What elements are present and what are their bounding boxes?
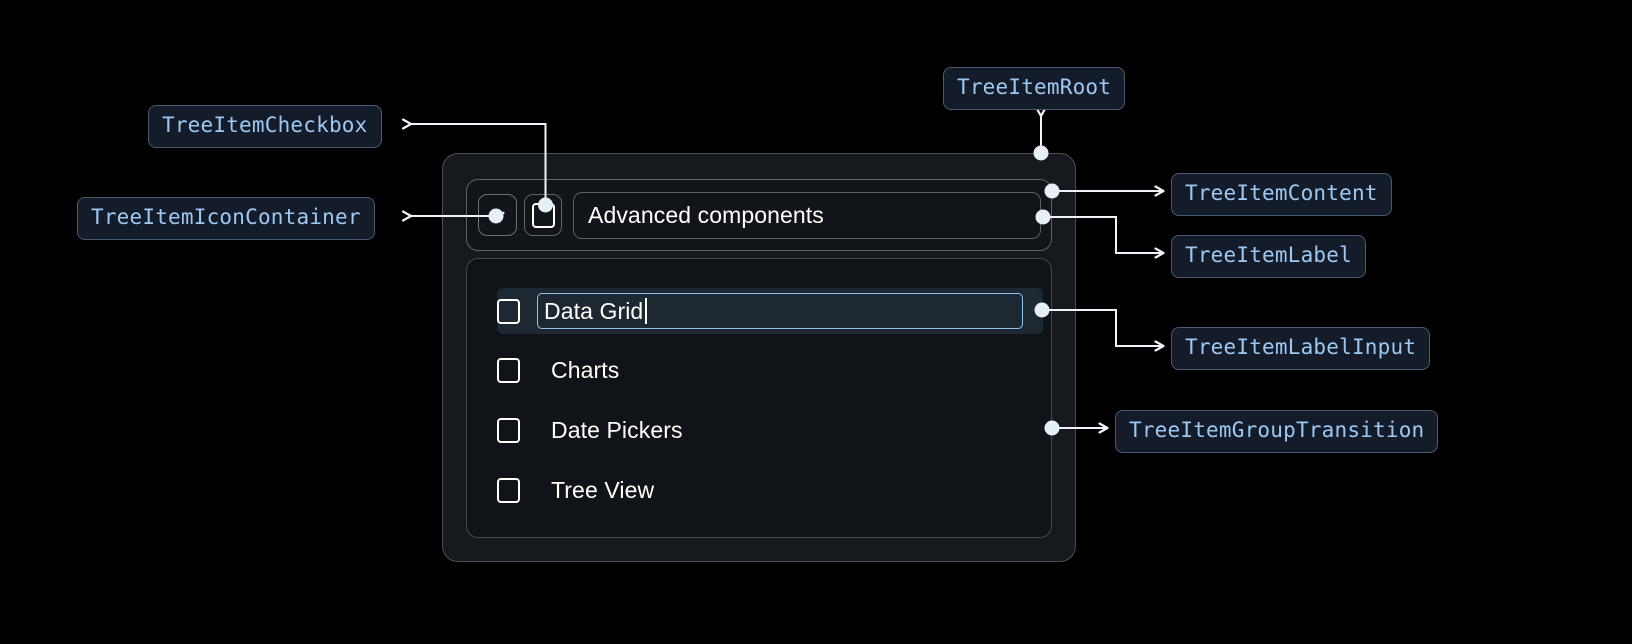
tree-item-checkbox-tree-view[interactable] bbox=[497, 477, 520, 503]
badge-tree-item-label-input[interactable]: TreeItemLabelInput bbox=[1171, 327, 1431, 370]
badge-tree-item-label[interactable]: TreeItemLabel bbox=[1171, 235, 1366, 278]
tree-item-label-input[interactable]: Data Grid bbox=[537, 293, 1023, 329]
text-caret bbox=[645, 298, 647, 324]
tree-item-label-tree-view: Tree View bbox=[551, 476, 655, 503]
badge-tree-item-group-transition[interactable]: TreeItemGroupTransition bbox=[1115, 410, 1439, 453]
tree-item-label-date-pickers: Date Pickers bbox=[551, 416, 683, 443]
badge-tree-item-icon-container[interactable]: TreeItemIconContainer bbox=[77, 197, 375, 240]
tree-item-checkbox-date-pickers[interactable] bbox=[497, 417, 520, 443]
tree-item-row-data-grid[interactable]: Data Grid bbox=[497, 288, 1043, 334]
tree-item-row-charts[interactable]: Charts bbox=[497, 347, 1045, 393]
badge-tree-item-checkbox[interactable]: TreeItemCheckbox bbox=[148, 105, 382, 148]
tree-item-row-tree-view[interactable]: Tree View bbox=[497, 467, 1045, 513]
tree-item-checkbox-charts[interactable] bbox=[497, 357, 520, 383]
tree-item-label-input-value: Data Grid bbox=[544, 297, 644, 324]
tree-item-group-transition: Data Grid Charts Date Pickers Tree View bbox=[466, 258, 1052, 538]
tree-item-content[interactable]: Advanced components bbox=[466, 179, 1052, 251]
checkbox-square-icon bbox=[531, 202, 555, 228]
tree-item-checkbox[interactable] bbox=[524, 194, 562, 236]
tree-item-label-text: Advanced components bbox=[588, 201, 824, 228]
badge-tree-item-root[interactable]: TreeItemRoot bbox=[943, 67, 1126, 110]
tree-item-row-date-pickers[interactable]: Date Pickers bbox=[497, 407, 1045, 453]
chevron-down-icon bbox=[490, 211, 505, 220]
tree-item-checkbox-data-grid[interactable] bbox=[497, 298, 520, 324]
tree-item-label[interactable]: Advanced components bbox=[573, 191, 1041, 239]
badge-tree-item-content[interactable]: TreeItemContent bbox=[1171, 173, 1392, 216]
tree-item-label-charts: Charts bbox=[551, 356, 620, 383]
tree-item-icon-container[interactable] bbox=[478, 194, 517, 236]
